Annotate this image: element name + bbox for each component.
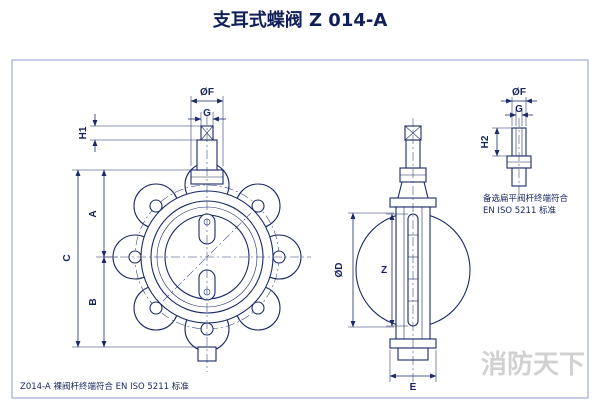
optional-stem-note-line2: EN ISO 5211 标准 bbox=[483, 205, 557, 216]
dim-label-of-front: ØF bbox=[200, 87, 214, 98]
watermark: 消防天下 bbox=[481, 350, 585, 380]
dimension-e: E bbox=[389, 350, 437, 393]
dim-label-g-front: G bbox=[203, 108, 211, 119]
side-view: ØD Z E bbox=[334, 118, 471, 393]
stem-detail-view: ØF G H2 备选扁平阀杆终端符合 EN ISO 5211 标准 bbox=[480, 87, 569, 216]
dim-label-c: C bbox=[62, 254, 73, 261]
dimension-c: C bbox=[62, 169, 81, 348]
dimension-of-front: ØF bbox=[190, 87, 224, 166]
page-title: 支耳式蝶阀 Z 014-A bbox=[212, 9, 388, 31]
dim-label-e: E bbox=[410, 382, 417, 393]
dimension-z: Z bbox=[381, 213, 408, 327]
footnote: Z014-A 裸阀杆终端符合 EN ISO 5211 标准 bbox=[20, 381, 189, 392]
dimension-of-detail: ØF bbox=[501, 87, 537, 126]
dimension-b: B bbox=[72, 256, 198, 348]
disc-hubs bbox=[198, 213, 216, 301]
dimension-od: ØD bbox=[334, 212, 394, 328]
dimension-g-detail: G bbox=[505, 104, 533, 126]
dim-label-z: Z bbox=[381, 265, 387, 276]
dim-label-a: A bbox=[88, 210, 99, 217]
dimension-a: A bbox=[72, 169, 191, 258]
optional-stem-note-line1: 备选扁平阀杆终端符合 bbox=[483, 193, 569, 204]
dim-label-h1: H1 bbox=[78, 126, 89, 139]
dim-label-of-detail: ØF bbox=[512, 87, 526, 98]
dimension-h2: H2 bbox=[480, 127, 512, 157]
dim-label-h2: H2 bbox=[480, 135, 491, 148]
drawing-border bbox=[11, 59, 589, 399]
dim-label-b: B bbox=[88, 298, 99, 305]
disc-diagonal-centerline bbox=[162, 212, 252, 302]
dimension-h1: H1 bbox=[78, 114, 201, 152]
dim-label-od: ØD bbox=[334, 263, 345, 278]
dim-label-g-detail: G bbox=[515, 104, 523, 115]
front-view: ØF G H1 A B bbox=[62, 87, 311, 372]
dimension-g-front: G bbox=[188, 108, 226, 126]
